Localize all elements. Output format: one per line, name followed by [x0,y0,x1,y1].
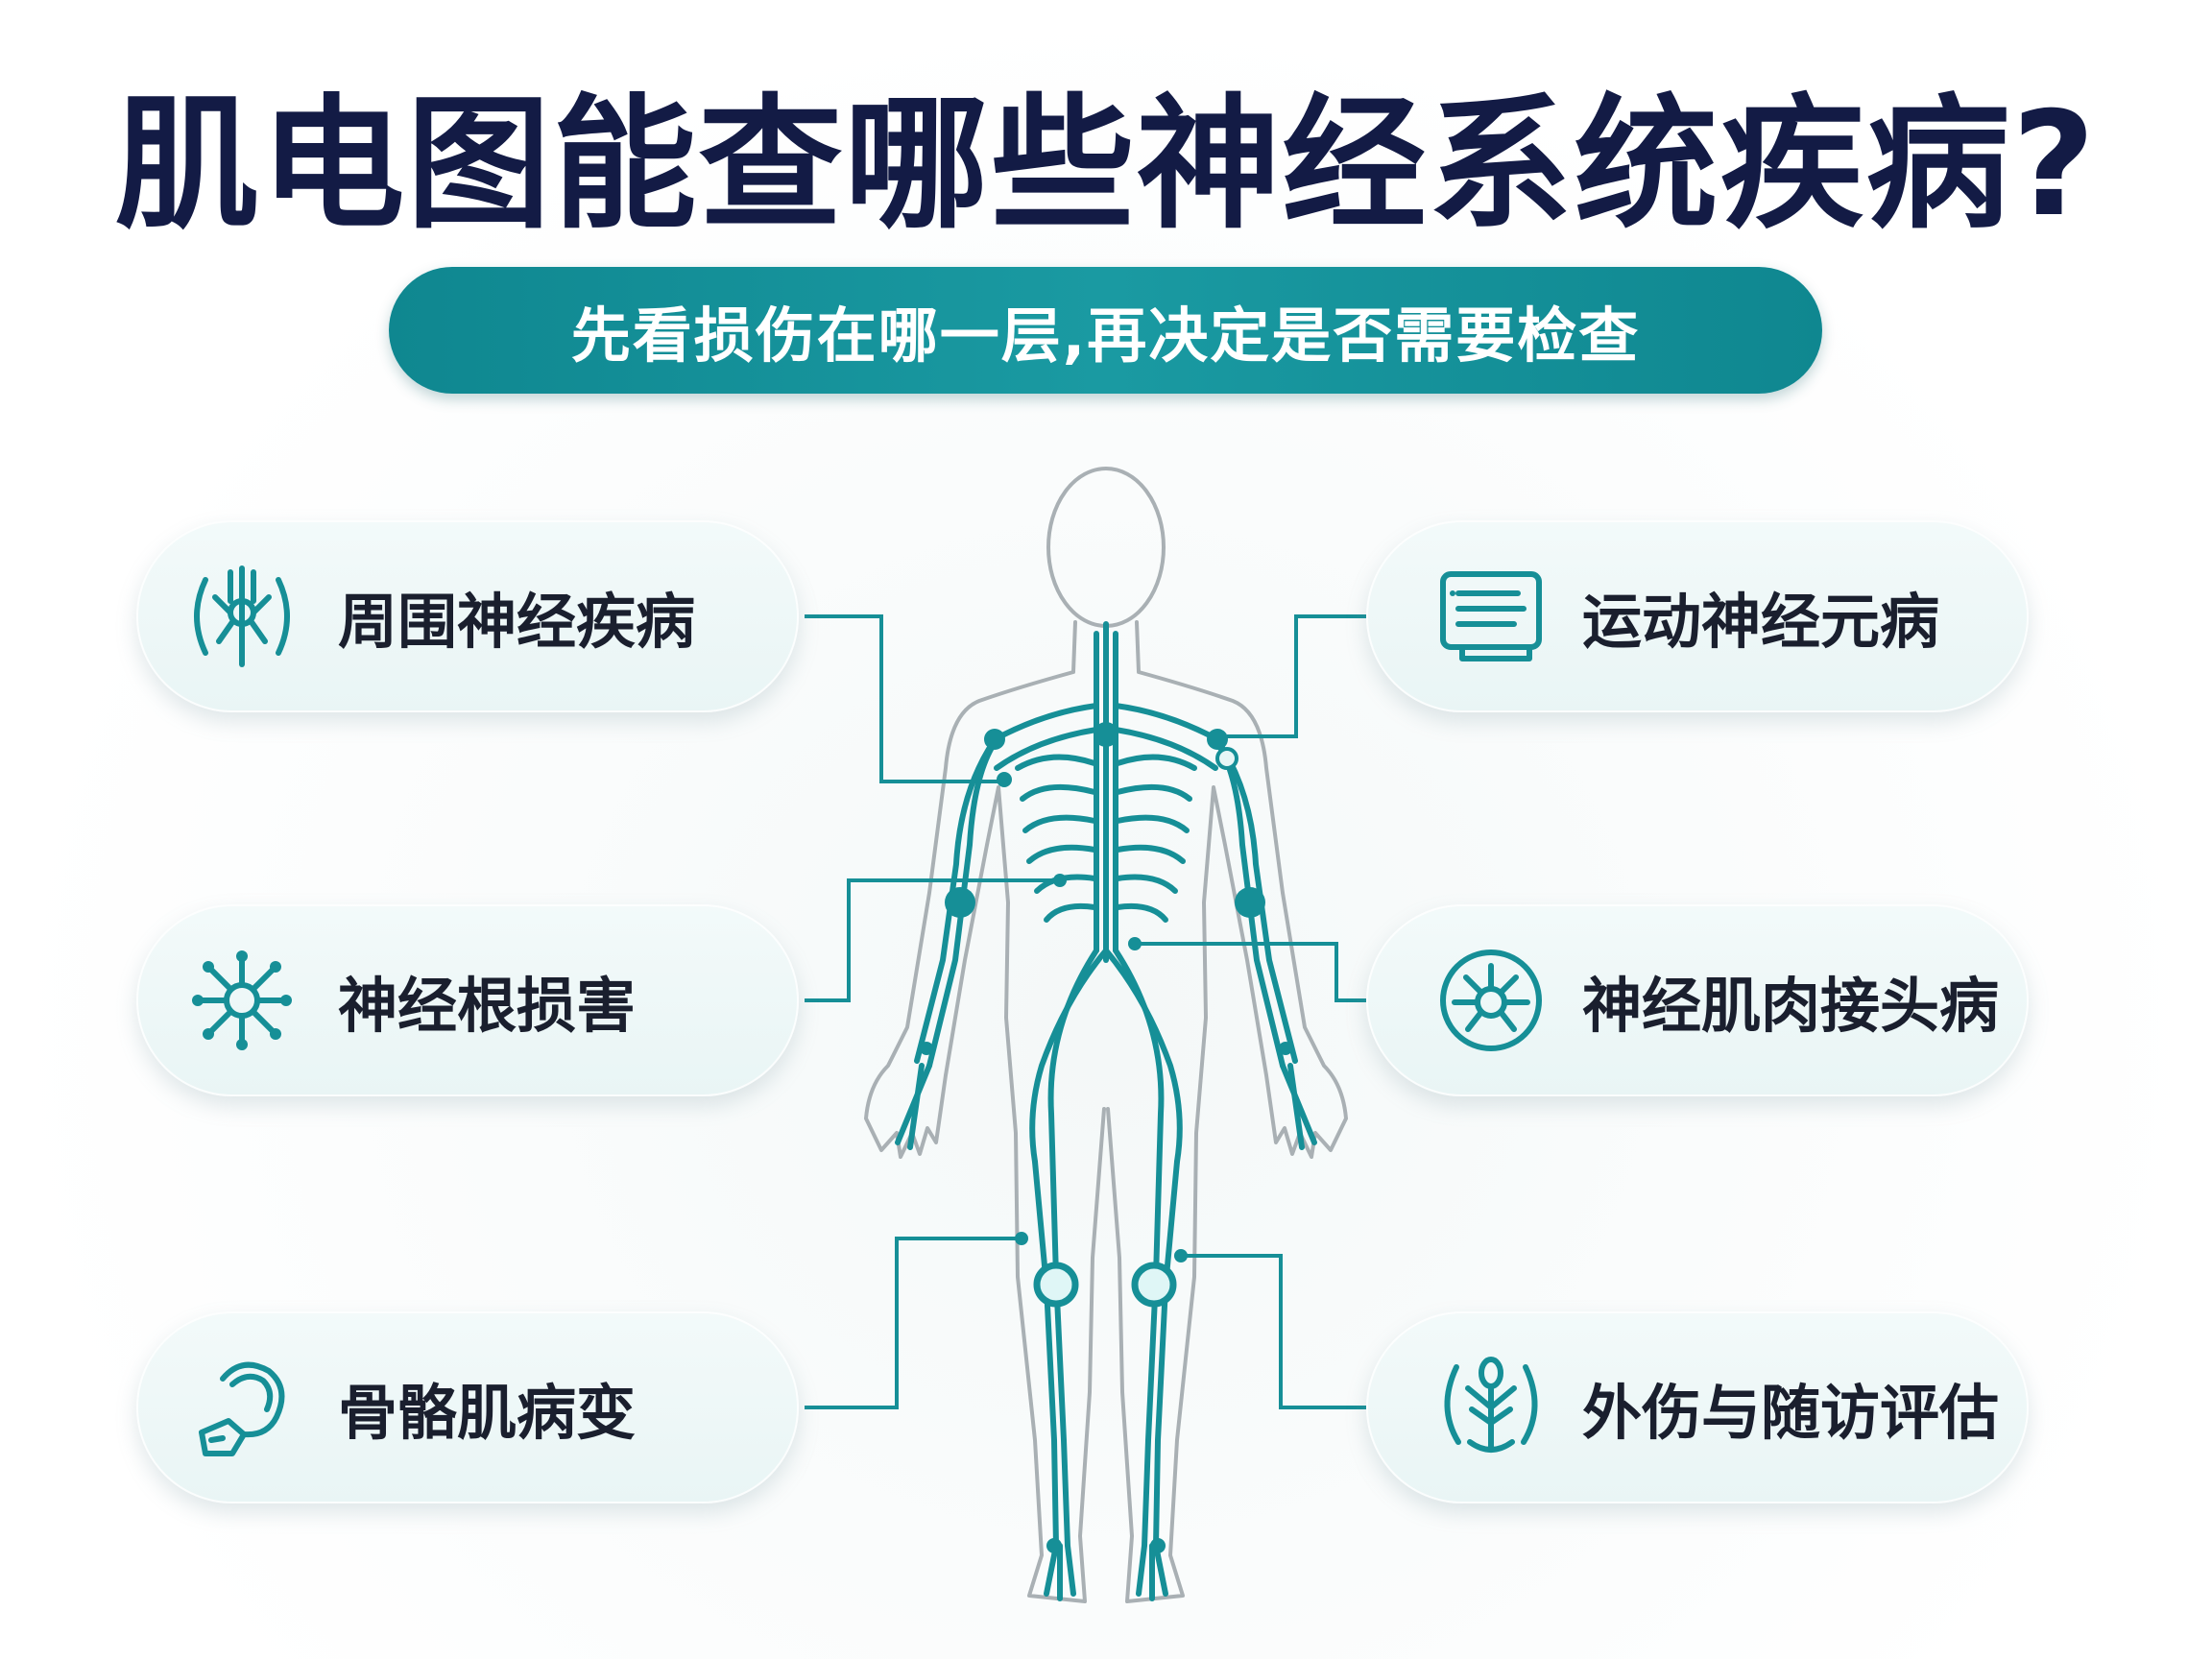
card-label: 神经根损害 [338,971,637,1041]
card-motor-neuron-disease: 运动神经元病 [1366,520,2029,712]
card-nerve-root-lesion: 神经根损害 [136,904,799,1096]
card-peripheral-neuropathy: 周围神经疾病 [136,520,799,712]
knee-nodes [1033,1262,1177,1308]
card-skeletal-myopathy: 骨骼肌病变 [136,1311,799,1503]
peripheral-nerve-icon [194,565,290,667]
connector-lines [805,614,1366,1409]
nerve-root-network-icon [192,950,292,1050]
page-title: 肌电图能查哪些神经系统疾病? [114,82,2098,249]
subtitle-text: 先看损伤在哪一层,再决定是否需要检查 [570,301,1641,371]
card-label: 骨骼肌病变 [338,1378,637,1448]
card-neuromuscular-junction: 神经肌肉接头病 [1366,904,2029,1096]
card-label: 运动神经元病 [1582,587,1940,657]
neuromuscular-junction-icon [1440,950,1542,1051]
card-label: 周围神经疾病 [338,587,696,657]
injury-assessment-icon [1444,1357,1538,1453]
muscle-arm-icon [199,1361,285,1456]
document-list-icon [1440,571,1542,661]
nerve-nodes [920,722,1292,1553]
card-trauma-follow-up: 外伤与随访评估 [1366,1311,2029,1503]
subtitle-banner: 先看损伤在哪一层,再决定是否需要检查 [389,267,1822,394]
nerve-system [895,621,1317,1601]
card-label: 外伤与随访评估 [1582,1378,2000,1448]
card-label: 神经肌肉接头病 [1582,971,2000,1041]
